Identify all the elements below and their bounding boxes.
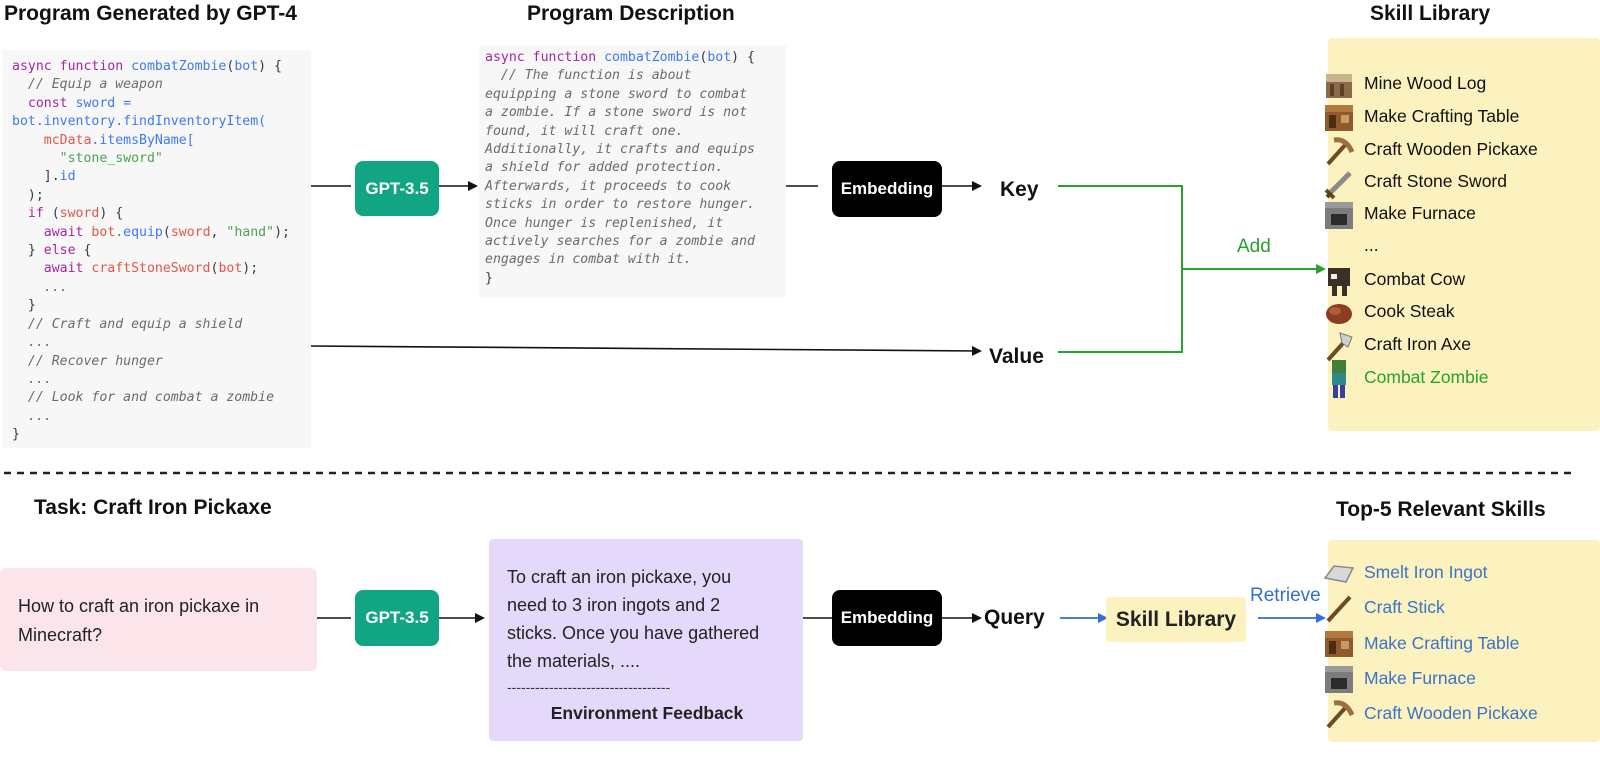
top5-heading: Top-5 Relevant Skills bbox=[1336, 498, 1546, 521]
program-description-block: async function combatZombie(bot) { // Th… bbox=[479, 45, 786, 297]
task-question-box: How to craft an iron pickaxe in Minecraf… bbox=[0, 568, 317, 671]
top5-item: Smelt Iron Ingot bbox=[1364, 561, 1488, 582]
query-label: Query bbox=[984, 606, 1045, 629]
program-code-block: async function combatZombie(bot) { // Eq… bbox=[2, 50, 311, 448]
iron-ingot-icon bbox=[1323, 565, 1355, 583]
top5-panel bbox=[1328, 540, 1600, 742]
steak-icon bbox=[1326, 304, 1352, 324]
embedding-top-pill: Embedding bbox=[832, 161, 942, 217]
skill-item: Make Furnace bbox=[1364, 202, 1476, 223]
top5-item: Make Crafting Table bbox=[1364, 632, 1520, 653]
task-heading: Task: Craft Iron Pickaxe bbox=[34, 496, 272, 519]
skill-library-box-label: Skill Library bbox=[1115, 607, 1237, 631]
crafting-table-icon bbox=[1325, 105, 1353, 131]
skill-item: Craft Iron Axe bbox=[1364, 333, 1471, 354]
furnace-icon bbox=[1325, 666, 1353, 693]
skill-item: Cook Steak bbox=[1364, 300, 1455, 321]
wooden-pickaxe-icon bbox=[1326, 700, 1355, 729]
skill-item: Mine Wood Log bbox=[1364, 72, 1487, 93]
response-divider: ----------------------------------- bbox=[507, 679, 671, 695]
skill-item: Combat Cow bbox=[1364, 268, 1466, 289]
crafting-table-icon bbox=[1325, 631, 1353, 657]
environment-feedback-label: Environment Feedback bbox=[550, 703, 744, 723]
embedding-bottom-pill: Embedding bbox=[832, 590, 942, 646]
top5-item: Craft Stick bbox=[1364, 596, 1445, 617]
top5-item: Craft Wooden Pickaxe bbox=[1364, 702, 1538, 723]
program-generated-heading: Program Generated by GPT-4 bbox=[4, 2, 297, 25]
skill-item: Craft Stone Sword bbox=[1364, 170, 1507, 191]
skill-library-box: Skill Library bbox=[1106, 597, 1246, 642]
zombie-icon bbox=[1332, 360, 1346, 398]
retrieve-label: Retrieve bbox=[1250, 585, 1321, 606]
skill-item-new: Combat Zombie bbox=[1364, 366, 1489, 387]
key-add-line bbox=[1058, 185, 1183, 353]
gpt35-top-pill: GPT-3.5 bbox=[355, 161, 439, 216]
add-label: Add bbox=[1237, 236, 1271, 257]
wooden-pickaxe-icon bbox=[1326, 137, 1355, 166]
gpt35-bottom-pill: GPT-3.5 bbox=[355, 590, 439, 646]
response-text: To craft an iron pickaxe, you need to 3 … bbox=[507, 567, 760, 671]
value-label: Value bbox=[989, 345, 1044, 368]
response-box: To craft an iron pickaxe, you need to 3 … bbox=[489, 539, 803, 741]
program-description-heading: Program Description bbox=[527, 2, 735, 25]
skill-item: Craft Wooden Pickaxe bbox=[1364, 138, 1538, 159]
furnace-icon bbox=[1325, 202, 1353, 229]
skill-item-ellipsis: ... bbox=[1364, 234, 1379, 255]
task-question-text: How to craft an iron pickaxe in Minecraf… bbox=[18, 596, 260, 645]
iron-axe-icon bbox=[1326, 332, 1353, 362]
top5-item: Make Furnace bbox=[1364, 667, 1476, 688]
cow-icon bbox=[1328, 268, 1350, 296]
stone-sword-icon bbox=[1324, 171, 1352, 200]
skill-library-panel bbox=[1328, 38, 1600, 431]
wood-log-icon bbox=[1326, 74, 1352, 98]
arrow-code-to-value bbox=[310, 345, 982, 356]
skill-item: Make Crafting Table bbox=[1364, 105, 1520, 126]
key-label: Key bbox=[1000, 178, 1039, 201]
skill-library-heading: Skill Library bbox=[1370, 2, 1491, 25]
stick-icon bbox=[1326, 595, 1352, 623]
